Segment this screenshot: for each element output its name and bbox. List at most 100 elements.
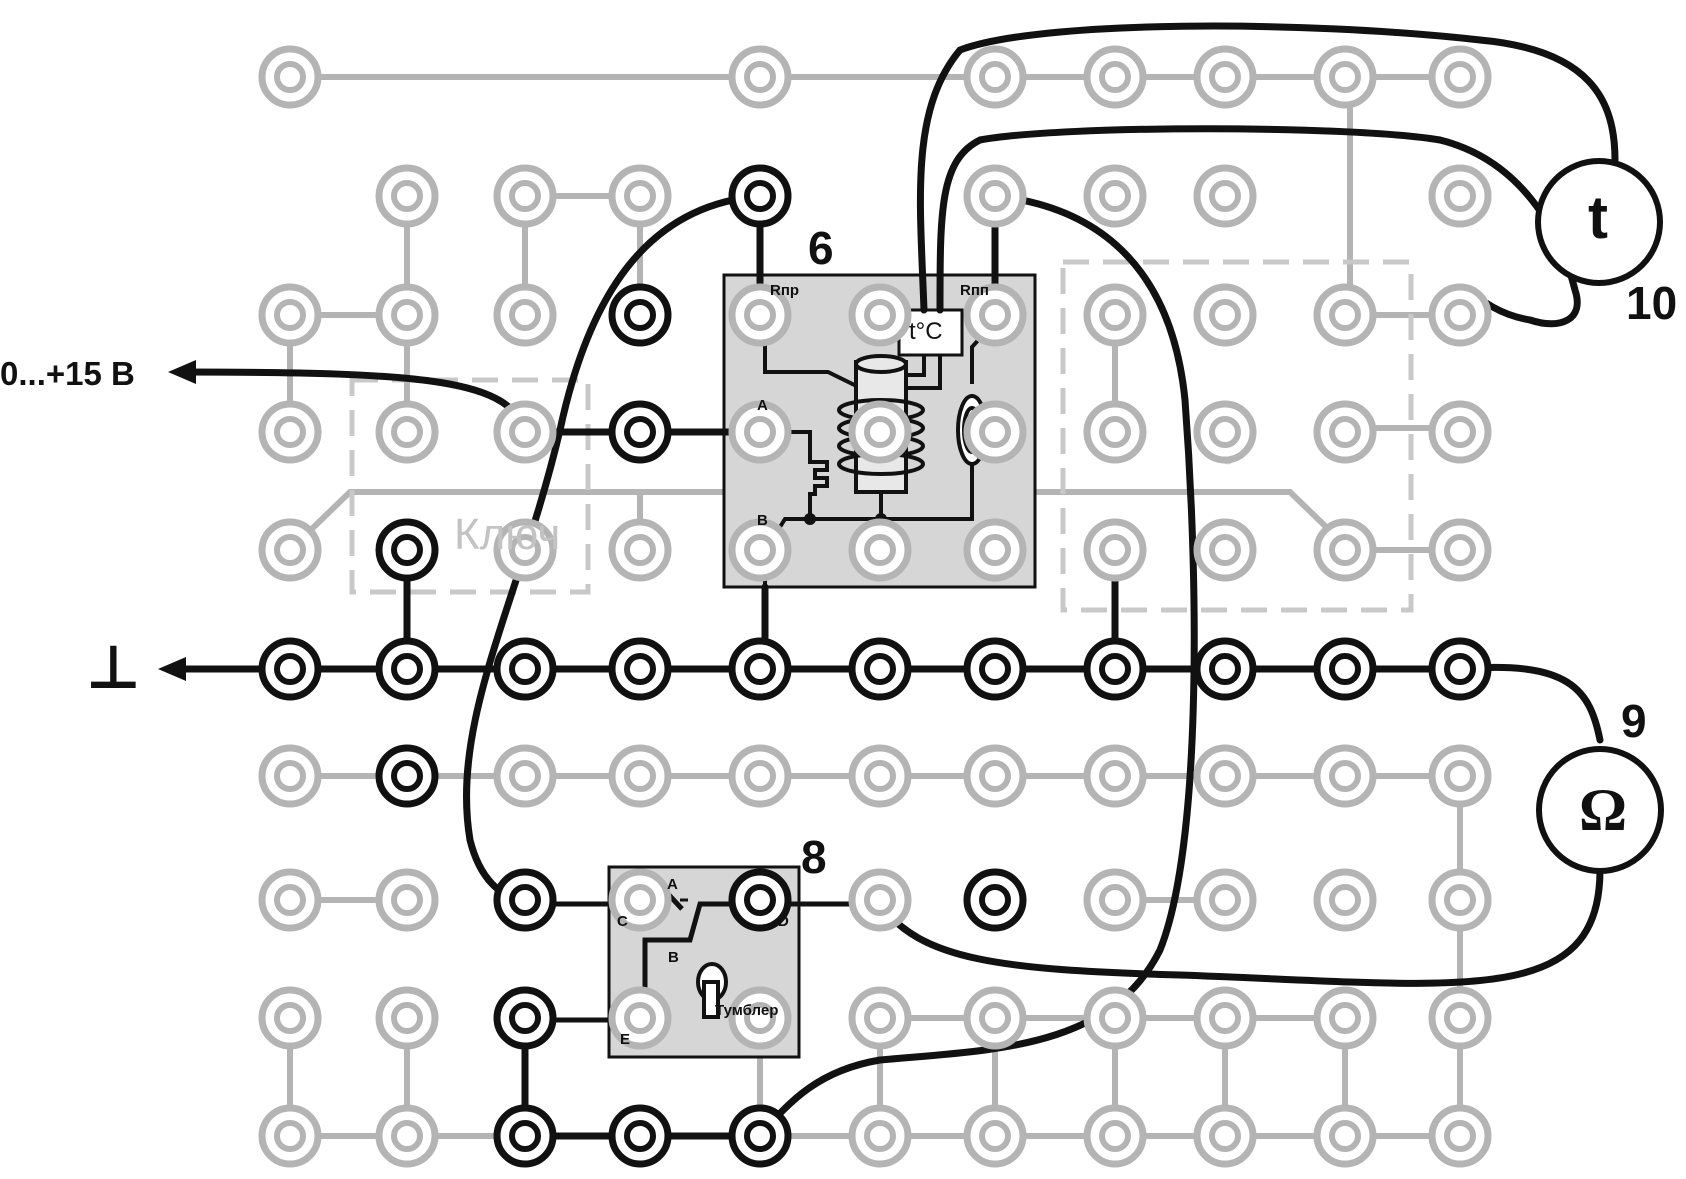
socket xyxy=(1193,400,1257,464)
socket xyxy=(493,283,557,347)
socket xyxy=(1193,164,1257,228)
socket xyxy=(1083,868,1147,932)
active-socket xyxy=(493,986,557,1050)
socket xyxy=(963,1104,1027,1168)
temperature-sensor-label: t°C xyxy=(909,318,943,345)
socket xyxy=(848,868,912,932)
socket xyxy=(1313,1104,1377,1168)
socket xyxy=(963,164,1027,228)
socket xyxy=(963,400,1027,464)
socket xyxy=(1313,45,1377,109)
socket xyxy=(728,986,792,1050)
active-socket xyxy=(1193,637,1257,701)
socket xyxy=(1193,283,1257,347)
socket xyxy=(963,45,1027,109)
module-8-number: 8 xyxy=(801,831,827,883)
source-arrowhead xyxy=(168,360,196,384)
active-socket xyxy=(1083,637,1147,701)
active-socket xyxy=(608,283,672,347)
socket xyxy=(1313,518,1377,582)
active-socket xyxy=(728,637,792,701)
socket xyxy=(1428,400,1492,464)
socket xyxy=(1428,744,1492,808)
toggle-label: Тумблер xyxy=(715,1002,779,1019)
socket xyxy=(848,518,912,582)
meter-10-number: 10 xyxy=(1626,277,1678,329)
active-socket xyxy=(375,637,439,701)
socket xyxy=(258,1104,322,1168)
socket xyxy=(848,744,912,808)
module-6-number: 6 xyxy=(808,222,834,274)
socket xyxy=(258,986,322,1050)
socket xyxy=(848,1104,912,1168)
inactive-module-outlines xyxy=(349,259,1414,613)
active-socket xyxy=(1313,637,1377,701)
socket xyxy=(1193,744,1257,808)
socket xyxy=(848,986,912,1050)
socket xyxy=(728,283,792,347)
ground-label: ⊥ xyxy=(86,634,141,701)
socket xyxy=(1083,283,1147,347)
socket xyxy=(258,400,322,464)
socket xyxy=(375,868,439,932)
active-socket xyxy=(493,1104,557,1168)
key-module-label: Ключ xyxy=(454,510,561,559)
socket xyxy=(1313,400,1377,464)
active-socket xyxy=(493,868,557,932)
socket xyxy=(1313,868,1377,932)
pin-rpp-label: Rпп xyxy=(960,282,989,299)
active-socket xyxy=(258,637,322,701)
socket xyxy=(1083,1104,1147,1168)
active-socket xyxy=(608,400,672,464)
active-socket xyxy=(493,637,557,701)
ground-arrowhead xyxy=(158,657,186,681)
socket xyxy=(375,1104,439,1168)
socket xyxy=(1193,518,1257,582)
switch-pin-d-label: D xyxy=(778,913,789,930)
socket xyxy=(1193,45,1257,109)
thermometer-symbol: t xyxy=(1588,184,1608,251)
active-socket xyxy=(728,164,792,228)
active-socket xyxy=(608,1104,672,1168)
socket xyxy=(1313,744,1377,808)
socket xyxy=(1083,400,1147,464)
switch-pin-a-label: A xyxy=(667,876,678,893)
pin-rpr-label: Rпр xyxy=(770,282,800,299)
active-socket xyxy=(375,518,439,582)
socket xyxy=(1193,986,1257,1050)
meter-9-number: 9 xyxy=(1621,695,1647,747)
socket xyxy=(848,400,912,464)
socket xyxy=(1428,986,1492,1050)
socket xyxy=(963,283,1027,347)
thermometer-circle xyxy=(1535,158,1663,286)
socket xyxy=(375,164,439,228)
socket xyxy=(375,986,439,1050)
socket xyxy=(1428,45,1492,109)
active-socket xyxy=(963,868,1027,932)
socket xyxy=(493,744,557,808)
socket xyxy=(1083,45,1147,109)
socket xyxy=(1083,164,1147,228)
active-socket xyxy=(848,637,912,701)
socket xyxy=(375,283,439,347)
socket xyxy=(728,45,792,109)
socket xyxy=(1313,283,1377,347)
socket xyxy=(608,744,672,808)
socket xyxy=(608,986,672,1050)
module-8-switch xyxy=(530,865,880,1059)
socket xyxy=(728,518,792,582)
pin-a-label: A xyxy=(757,397,768,414)
socket xyxy=(728,400,792,464)
active-socket xyxy=(375,744,439,808)
active-socket xyxy=(728,868,792,932)
voltage-source-label: 0...+15 В xyxy=(0,355,135,392)
socket xyxy=(1428,164,1492,228)
socket xyxy=(963,744,1027,808)
active-socket xyxy=(608,637,672,701)
socket xyxy=(1428,283,1492,347)
socket xyxy=(493,518,557,582)
active-socket xyxy=(963,637,1027,701)
socket xyxy=(258,45,322,109)
